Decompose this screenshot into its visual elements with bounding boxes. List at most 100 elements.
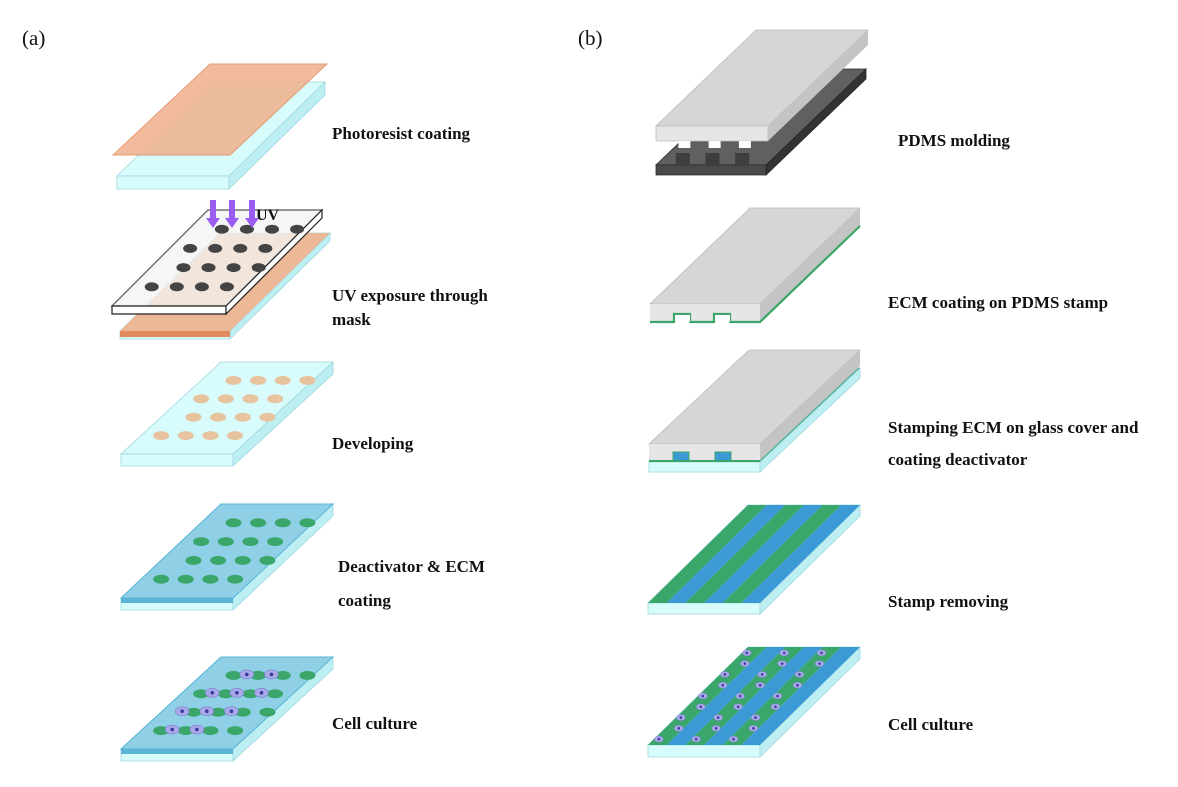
ecm-spot: [153, 726, 170, 736]
glass-slide-side: [232, 361, 334, 467]
cell-nucleus: [745, 651, 749, 655]
panel-a-label: (a): [22, 26, 46, 50]
cell-nucleus: [714, 727, 718, 730]
cell-nucleus: [259, 691, 264, 695]
photoresist-edge: [120, 331, 230, 337]
developed-spot: [210, 412, 227, 422]
step-b4-graphic: [647, 504, 861, 615]
deactivator-layer: [119, 503, 335, 599]
step-b4-label: Stamp removing: [888, 592, 1009, 611]
ecm-spot: [259, 555, 276, 565]
ecm-spot: [225, 670, 242, 680]
ecm-spot: [193, 689, 210, 699]
cell-nucleus: [796, 683, 799, 687]
ecm-spot: [299, 518, 316, 528]
step-a2-label: UV exposure through mask: [332, 286, 488, 329]
photomask-side: [225, 208, 323, 316]
uv-arrow-head: [206, 218, 220, 228]
mask-dot: [258, 243, 273, 253]
ecm-stripe: [648, 505, 767, 603]
deactivator-stripe: [741, 505, 860, 603]
cell-nucleus: [754, 716, 757, 719]
developed-spot: [225, 375, 242, 385]
cell-nucleus: [657, 737, 661, 741]
ecm-spot: [299, 670, 316, 680]
mask-dot: [169, 282, 184, 292]
deactivator-edge: [121, 598, 233, 603]
mask-dot: [290, 224, 305, 234]
ecm-spot: [227, 726, 244, 736]
cell-nucleus: [818, 662, 821, 665]
mask-dot: [239, 224, 254, 234]
step-a5-label: Cell culture: [332, 714, 418, 733]
step-a1-graphic: [111, 63, 329, 190]
mask-dot: [201, 263, 216, 273]
ecm-spot: [153, 574, 170, 584]
ecm-stripe: [722, 505, 842, 603]
deactivator-stripe: [666, 505, 786, 603]
step-b5-label: Cell culture: [888, 715, 974, 734]
mask-dot: [208, 243, 223, 253]
cell-nucleus: [736, 705, 740, 709]
cell-nucleus: [235, 691, 239, 695]
ecm-spot: [250, 518, 267, 528]
ecm-spot: [210, 555, 227, 565]
ecm-spot: [267, 537, 284, 547]
mold-ridge: [675, 153, 690, 165]
developed-spot: [153, 431, 170, 441]
ecm-spot: [274, 670, 291, 680]
ecm-spot: [267, 689, 284, 699]
ecm-spot: [210, 707, 227, 717]
glass-slide-front: [647, 744, 761, 758]
developed-spot: [193, 394, 210, 404]
mask-dot: [176, 263, 191, 273]
cell-nucleus: [210, 691, 215, 695]
ecm-spot: [259, 707, 276, 717]
photoresist-layer: [111, 63, 329, 156]
step-b2-label: ECM coating on PDMS stamp: [888, 293, 1109, 312]
cell-nucleus: [170, 727, 175, 732]
developed-spot: [202, 431, 219, 441]
deactivator-stripe: [704, 505, 823, 603]
step-b3-label: Stamping ECM on glass cover and coating …: [888, 418, 1139, 469]
glass-slide-front: [116, 175, 230, 190]
uv-arrow-shaft: [210, 200, 216, 220]
ecm-spot: [217, 537, 234, 547]
glass-slide-front: [120, 453, 234, 467]
glass-slide-side: [759, 646, 861, 758]
developed-spot: [234, 412, 251, 422]
cell-nucleus: [716, 716, 720, 719]
deactivator-stripe: [666, 647, 786, 745]
ecm-spot: [242, 689, 259, 699]
step-a2-graphic: [110, 200, 331, 340]
pdms-front: [649, 444, 760, 460]
step-a3-label: Developing: [332, 434, 414, 453]
uv-arrow-head: [245, 218, 259, 228]
cell-nucleus: [760, 673, 764, 676]
mask-dot: [265, 224, 280, 234]
cell-nucleus: [721, 683, 725, 687]
cell-nucleus: [732, 737, 735, 741]
ecm-spot: [225, 518, 242, 528]
cell-nucleus: [269, 672, 274, 677]
panel-b-label: (b): [578, 26, 603, 50]
uv-arrow-shaft: [249, 200, 255, 220]
cell-nucleus: [677, 727, 681, 730]
ecm-spot: [185, 707, 202, 717]
deactivator-fill: [714, 451, 732, 462]
ecm-spot: [185, 555, 202, 565]
pdms-front: [655, 125, 769, 142]
glass-slide-top: [119, 361, 335, 455]
step-b3-graphic: [647, 349, 862, 473]
cell-nucleus: [798, 673, 801, 676]
uv-arrow-head: [225, 218, 239, 228]
developed-spot: [274, 375, 291, 385]
developed-spot: [242, 394, 259, 404]
cell-nucleus: [229, 709, 234, 713]
pdms-channel: [675, 315, 690, 322]
cell-nucleus: [738, 694, 742, 698]
mask-dot: [233, 243, 248, 253]
developed-spot: [259, 412, 276, 422]
cell-nucleus: [820, 651, 823, 655]
